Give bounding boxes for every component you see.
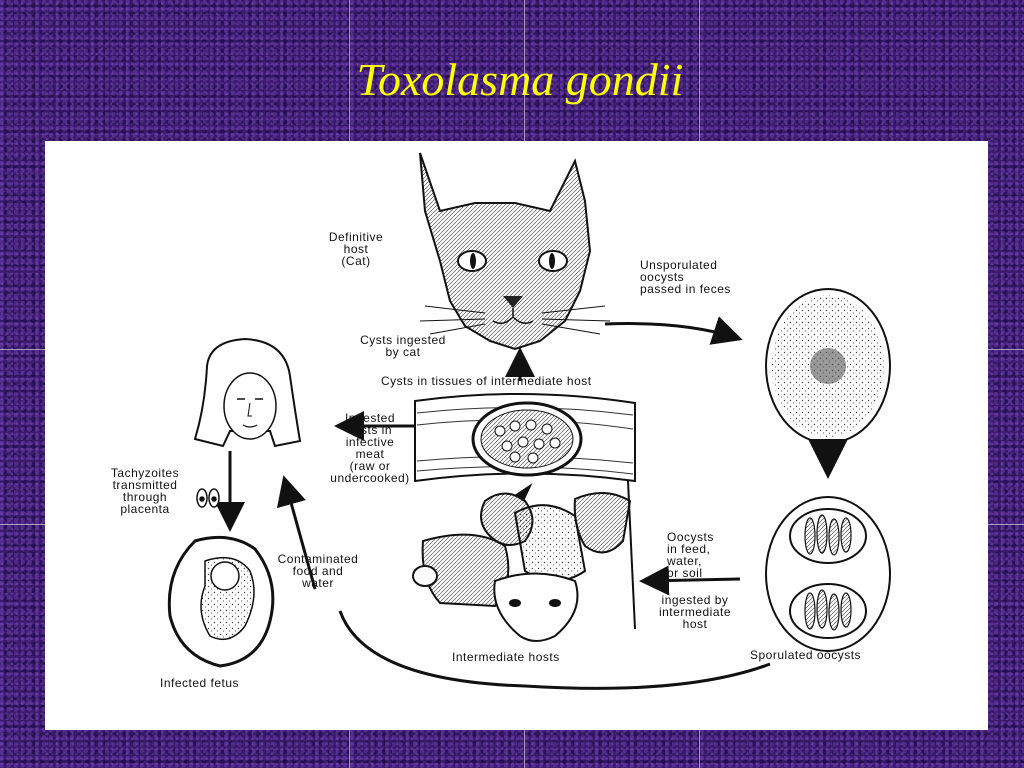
diagram-illustration bbox=[167, 152, 891, 690]
label-ingested-by-intermediate: ingested by intermediate host bbox=[658, 593, 732, 631]
label-cysts-in-tissues: Cysts in tissues of intermediate host bbox=[381, 374, 592, 388]
label-infected-fetus: Infected fetus bbox=[160, 676, 240, 690]
label-sporulated-oocysts: Sporulated oocysts bbox=[750, 648, 862, 662]
sporulated-oocyst-illustration bbox=[765, 496, 891, 652]
tachyzoites-illustration bbox=[196, 488, 220, 508]
label-intermediate-hosts: Intermediate hosts bbox=[452, 650, 560, 664]
label-ingested-cysts-meat: Ingested cysts in infective meat (raw or… bbox=[330, 411, 410, 485]
label-cysts-ingested-by-cat: Cysts ingested by cat bbox=[360, 333, 446, 359]
tissue-cyst-illustration bbox=[414, 392, 636, 483]
label-oocysts-in-feed: Oocysts in feed, water, or soil bbox=[667, 530, 714, 580]
intermediate-hosts-illustration bbox=[412, 483, 632, 642]
life-cycle-diagram: Definitive host (Cat) Unsporulated oocys… bbox=[45, 141, 988, 730]
woman-illustration bbox=[193, 337, 302, 448]
label-contaminated-food: Contaminated food and water bbox=[277, 552, 359, 590]
label-unsporulated-oocysts: Unsporulated oocysts passed in feces bbox=[640, 258, 731, 296]
unsporulated-oocyst-illustration bbox=[765, 288, 891, 444]
cat-illustration bbox=[419, 152, 611, 351]
slide-title: Toxolasma gondii bbox=[356, 54, 684, 105]
infected-fetus-illustration bbox=[167, 535, 275, 668]
label-tachyzoites: Tachyzoites transmitted through placenta bbox=[110, 466, 180, 516]
label-definitive-host: Definitive host (Cat) bbox=[328, 230, 384, 268]
